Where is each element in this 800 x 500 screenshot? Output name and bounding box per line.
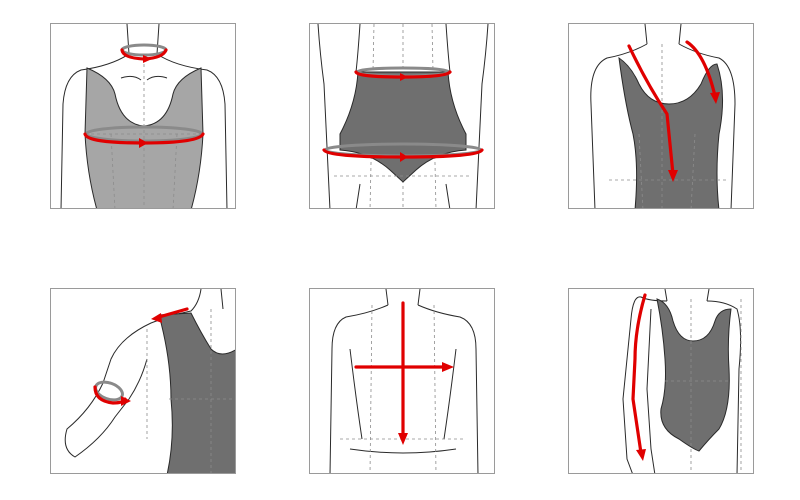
arm-length-measurement-panel <box>568 288 754 474</box>
front-length-figure <box>590 24 736 208</box>
arm-length-figure <box>622 289 742 473</box>
neck-bust-figure <box>60 24 228 208</box>
front-length-measurement-panel <box>568 23 754 209</box>
shoulder-arm-measurement-panel <box>50 288 236 474</box>
shoulder-width-line <box>157 307 189 319</box>
waist-hip-measurement-panel <box>309 23 495 209</box>
shoulder-arm-figure <box>64 289 235 473</box>
neck-bust-measurement-panel <box>50 23 236 209</box>
shoulder-to-bust-arrow <box>685 40 717 98</box>
back-figure <box>329 289 479 473</box>
shoulder-to-waist-arrow <box>627 44 675 176</box>
waist-hip-figure <box>317 24 489 208</box>
back-measurement-panel <box>309 288 495 474</box>
arm-length-arrow <box>631 293 647 455</box>
